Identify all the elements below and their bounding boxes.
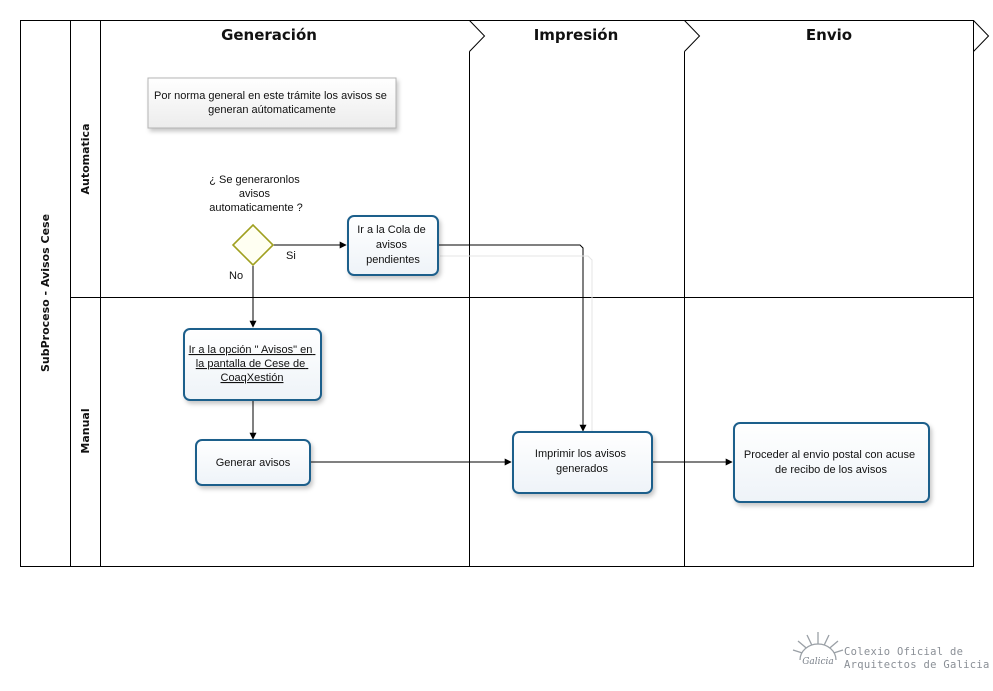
- task-ir-cola[interactable]: Ir a la Cola de avisos pendientes: [347, 215, 439, 276]
- phase-separators: [469, 20, 990, 567]
- svg-text:Ir a la Cola de avisos: Ir a la Cola de avisos pendientes: [357, 224, 429, 266]
- logo-script: Galicia: [802, 657, 834, 667]
- decision-gateway[interactable]: [231, 223, 275, 267]
- logo-line-2: Arquitectos de Galicia: [844, 659, 990, 671]
- phase-header-impresion: Impresión: [534, 26, 619, 44]
- phase-header-envio: Envio: [806, 26, 852, 44]
- task-proceder[interactable]: Proceder al envio postal con acuse de re…: [733, 422, 930, 503]
- logo-line-1: Colexio Oficial de: [844, 646, 963, 658]
- pool: [20, 20, 974, 567]
- coag-logo: Galicia Colexio Oficial de Arquitectos d…: [792, 632, 990, 671]
- edge-cola-imprimir: [438, 244, 587, 432]
- gateway-question: ¿ Se generaronlos avisos automaticamente…: [209, 174, 303, 214]
- annotation-line-2: generan aútomaticamente: [208, 104, 336, 116]
- task-imprimir[interactable]: Imprimir los avisos generados: [512, 431, 653, 494]
- annotation-note: Por norma general en este trámite los av…: [147, 77, 397, 129]
- phase-header-generacion: Generación: [221, 26, 317, 44]
- edge-label-no: No: [229, 270, 243, 282]
- svg-text:Generar avisos: Generar avisos: [216, 457, 291, 469]
- annotation-line-1: Por norma general en este trámite los av…: [154, 90, 387, 102]
- svg-text:Proceder al envio postal con a: Proceder al envio postal con acuse de re…: [744, 449, 918, 476]
- svg-text:Ir a la opción " Avisos" en: Ir a la opción " Avisos" en la pantalla …: [189, 344, 316, 384]
- svg-text:Imprimir los avisos gene: Imprimir los avisos generados: [535, 448, 629, 475]
- sunburst-icon: Galicia: [792, 632, 844, 667]
- task-ir-opcion[interactable]: Ir a la opción " Avisos" en la pantalla …: [183, 328, 322, 401]
- task-generar[interactable]: Generar avisos: [195, 439, 311, 486]
- edge-label-si: Si: [286, 250, 296, 262]
- connector-shadow: [440, 255, 593, 431]
- pool-title: SubProceso - Avisos Cese: [39, 214, 52, 372]
- svg-text:Por norma general en este trám: Por norma general en este trámite los av…: [154, 90, 390, 116]
- lane-label-manual: Manual: [79, 408, 92, 453]
- lane-label-automatica: Automatica: [79, 123, 92, 194]
- connectors: [249, 241, 733, 466]
